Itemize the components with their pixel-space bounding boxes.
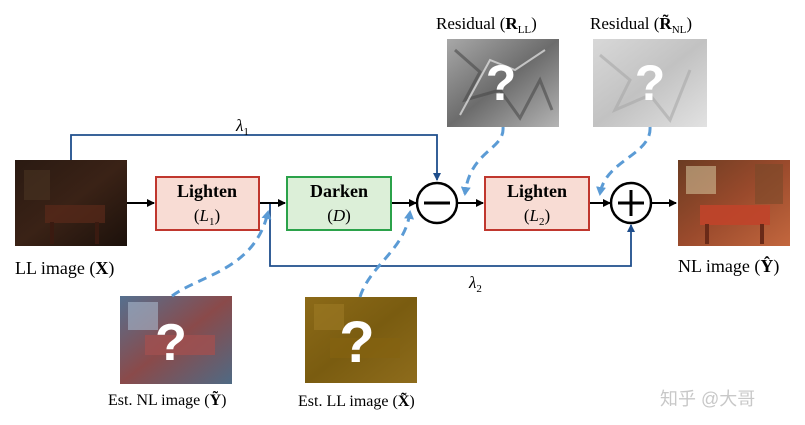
minus-operator [415, 181, 459, 225]
skip-connection-lambda2 [269, 203, 635, 267]
est-nl-image-label: Est. NL image (Ỹ) [108, 389, 227, 409]
lighten1-symbol: (L1) [194, 206, 220, 228]
watermark: 知乎 @大哥 [660, 389, 755, 409]
lighten2-symbol: (L2) [524, 206, 550, 228]
lambda2-label: λ2 [468, 273, 482, 295]
question-mark-est-nl: ? [155, 314, 187, 372]
dashed-arrow-residual-nl-to-plus [596, 126, 652, 196]
lighten1-block: Lighten (L1) [155, 176, 260, 231]
darken-block: Darken (D) [286, 176, 392, 231]
nl-output-image [678, 160, 790, 246]
est-ll-image [305, 297, 417, 383]
ll-image-label: LL image (X) [15, 258, 114, 279]
plus-operator [609, 181, 653, 225]
lighten2-block: Lighten (L2) [484, 176, 590, 231]
darken-title: Darken [310, 181, 368, 201]
est-ll-image-label: Est. LL image (X̃) [298, 391, 415, 410]
nl-image-label: NL image (Ŷ) [678, 255, 779, 277]
lighten2-title: Lighten [507, 181, 567, 201]
dashed-arrow-est-ll-to-darken [358, 210, 415, 298]
est-nl-image [120, 296, 232, 384]
dashed-arrow-residual-ll-to-lighten2 [460, 126, 505, 196]
residual-nl-image [593, 39, 707, 127]
question-mark-residual-ll: ? [486, 55, 517, 111]
residual-ll-label: Residual (RLL) [436, 14, 537, 36]
residual-ll-image [447, 39, 559, 127]
question-mark-residual-nl: ? [635, 55, 666, 111]
darken-symbol: (D) [327, 206, 351, 225]
question-mark-est-ll: ? [339, 310, 374, 375]
skip-connection-lambda1 [70, 134, 441, 181]
lambda1-label: λ1 [235, 116, 249, 138]
dashed-arrow-est-nl-to-lighten1 [171, 210, 272, 298]
residual-nl-label: Residual (R̃NL) [590, 13, 692, 36]
ll-input-image [15, 160, 127, 246]
lighten1-title: Lighten [177, 181, 237, 201]
